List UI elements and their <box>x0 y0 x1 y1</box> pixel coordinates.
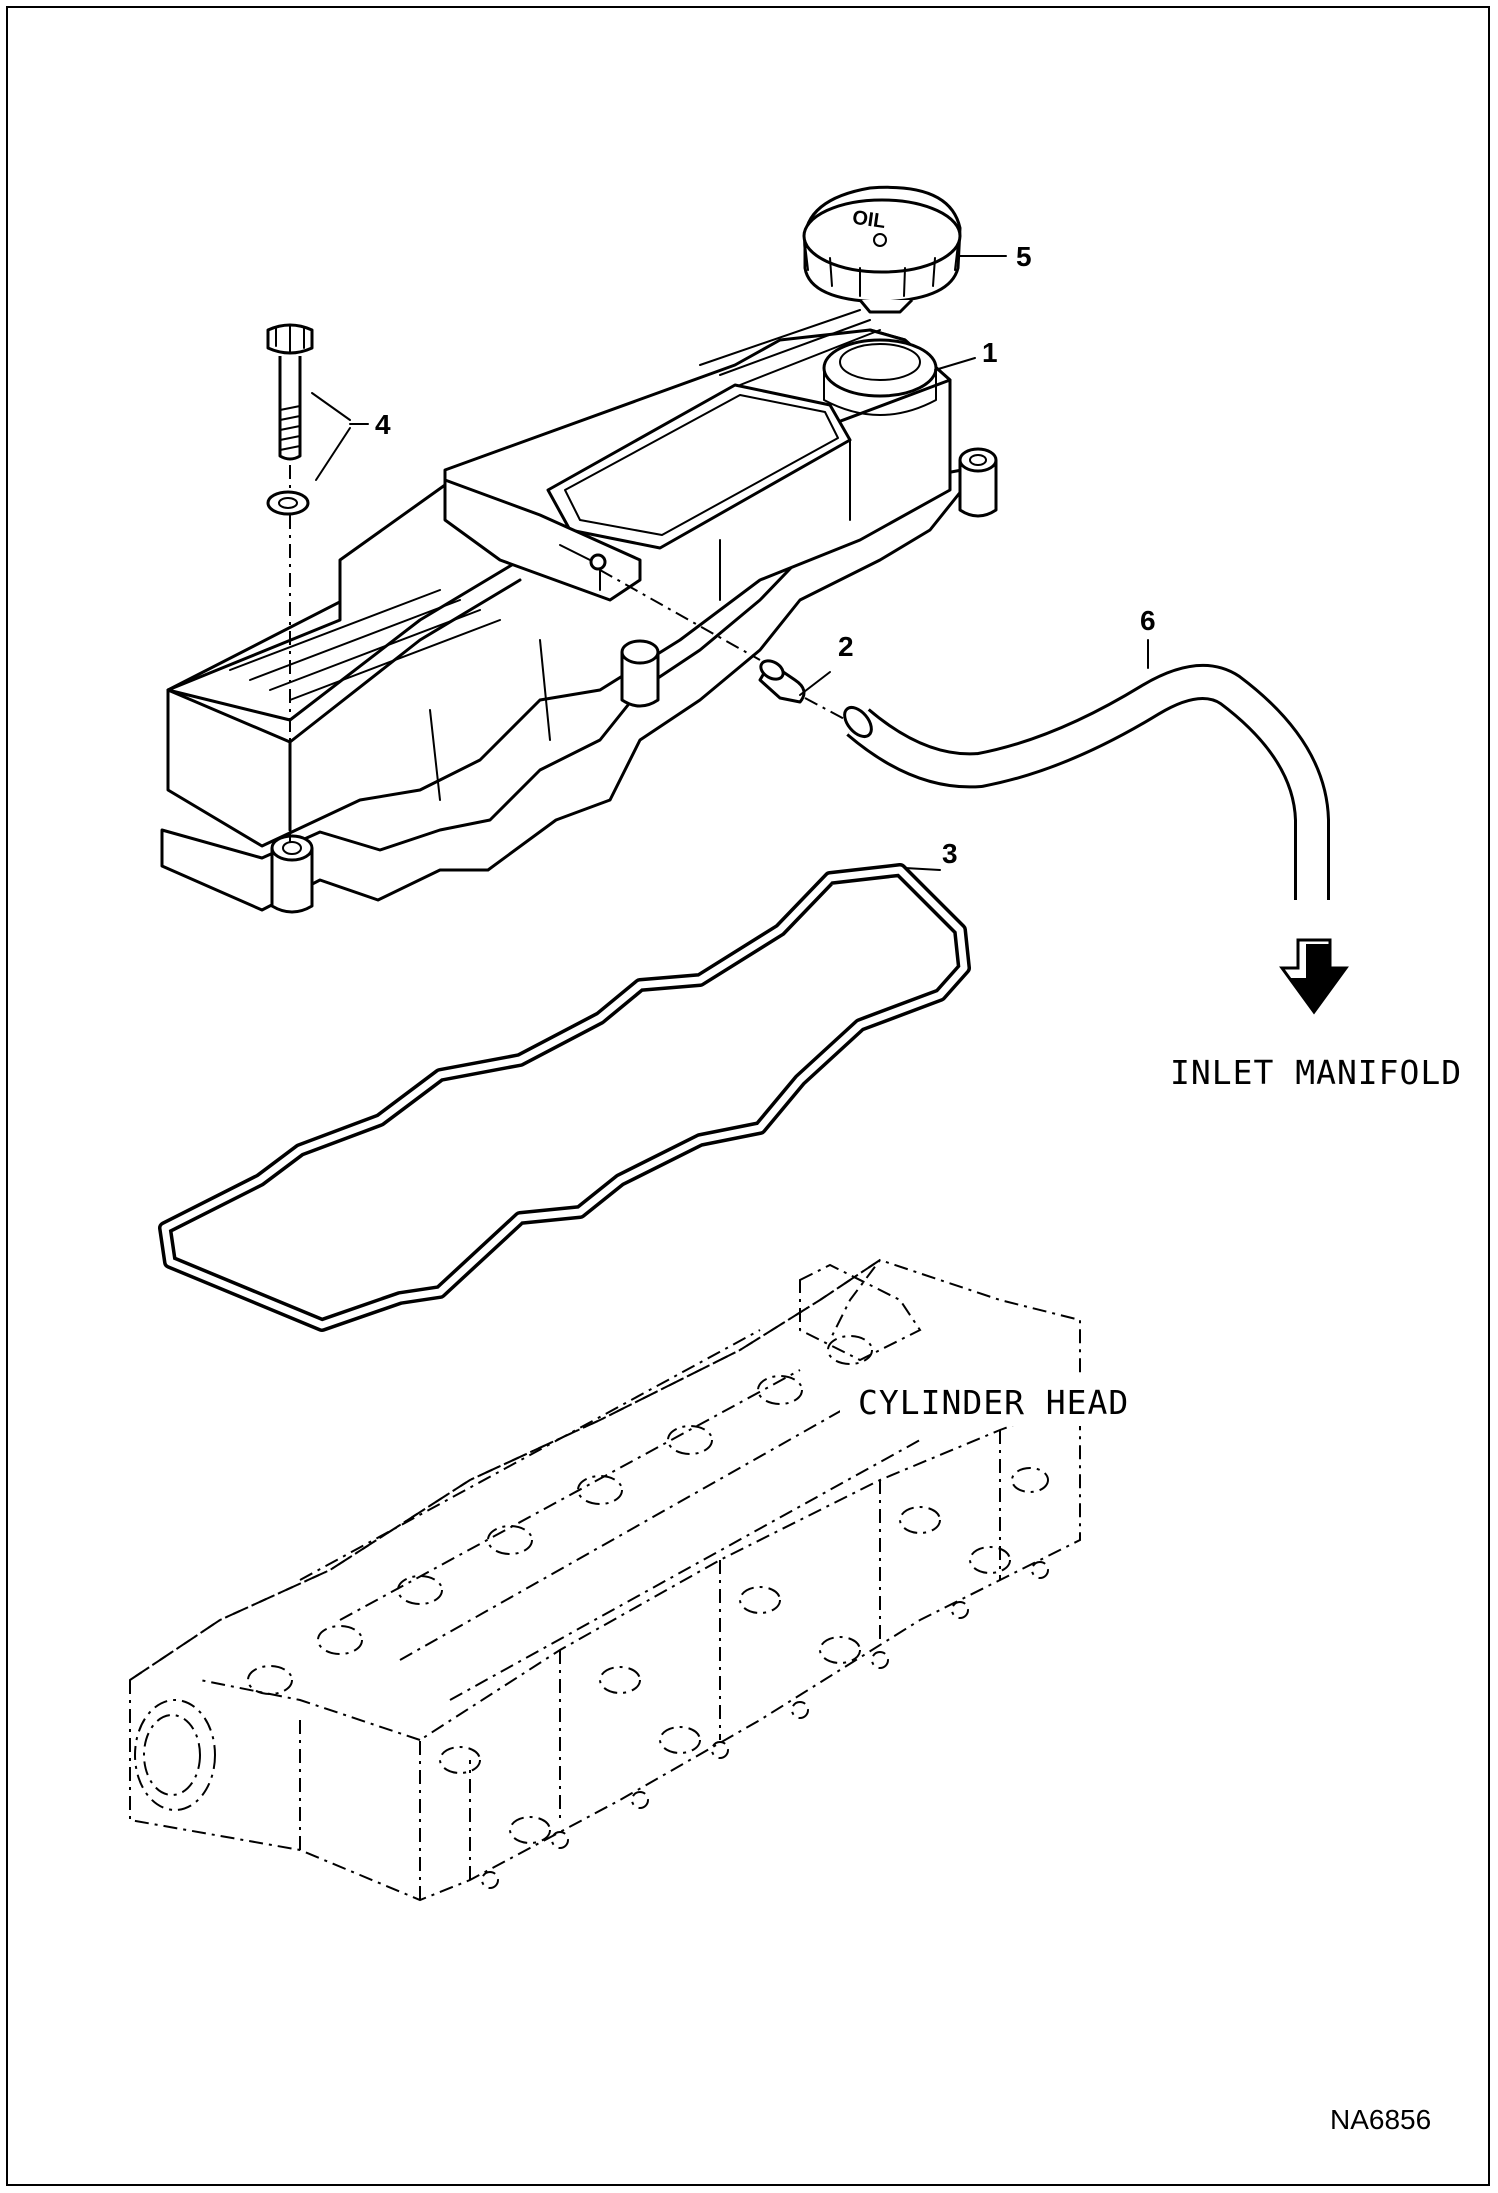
figure-code: NA6856 <box>1330 2104 1431 2135</box>
inlet-manifold-label: INLET MANIFOLD <box>1170 1053 1462 1092</box>
diagram-frame <box>6 6 1490 2186</box>
inlet-arrow <box>1279 938 1349 1015</box>
callout-3: 3 <box>942 838 958 869</box>
callout-6: 6 <box>1140 605 1156 636</box>
cap-oil-text: OIL <box>851 207 887 233</box>
leader-lines <box>311 255 1149 871</box>
rocker-cover <box>160 309 998 914</box>
cylinder-head-label-bg <box>840 1378 1110 1426</box>
breather-fitting <box>599 569 851 723</box>
callout-1: 1 <box>982 337 998 368</box>
breather-hose <box>843 664 1330 900</box>
cylinder-head-label: CYLINDER HEAD <box>858 1383 1129 1422</box>
callout-4: 4 <box>375 409 391 440</box>
cylinder-head <box>129 1258 1081 1902</box>
callout-5: 5 <box>1016 241 1032 272</box>
rocker-cover-gasket <box>158 863 971 1332</box>
callout-2: 2 <box>838 631 854 662</box>
oil-filler-cap: OIL <box>802 185 962 314</box>
bolt-and-washer <box>266 323 314 842</box>
